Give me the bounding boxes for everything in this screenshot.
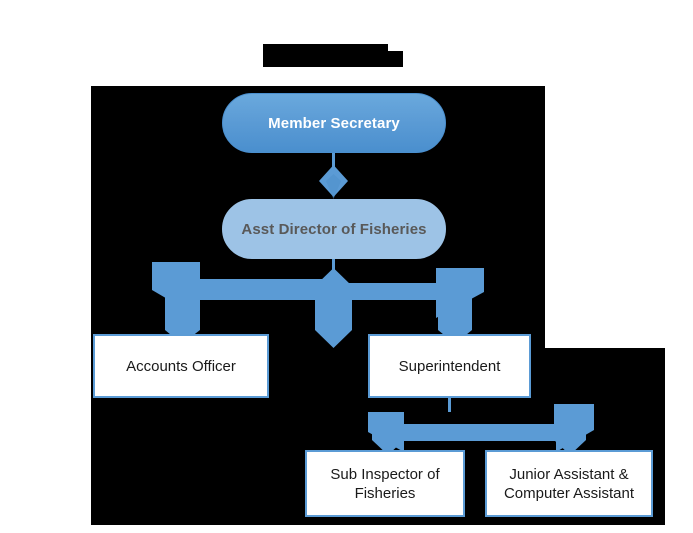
title-redaction-block-secondary — [388, 51, 403, 67]
node-junior-assistant-label: Junior Assistant & Computer Assistant — [504, 465, 634, 503]
node-accounts-officer-label: Accounts Officer — [126, 357, 236, 375]
node-accounts-officer[interactable]: Accounts Officer — [93, 334, 269, 398]
page-title — [263, 44, 403, 67]
node-asst-director-of-fisheries[interactable]: Asst Director of Fisheries — [222, 199, 446, 259]
node-superintendent[interactable]: Superintendent — [368, 334, 531, 398]
node-junior-assistant-computer-assistant[interactable]: Junior Assistant & Computer Assistant — [485, 450, 653, 517]
node-asst-director-label: Asst Director of Fisheries — [241, 220, 427, 238]
node-junior-assistant-line2: Computer Assistant — [503, 484, 635, 502]
node-member-secretary-label: Member Secretary — [268, 114, 400, 132]
node-sub-inspector-of-fisheries[interactable]: Sub Inspector of Fisheries — [305, 450, 465, 517]
node-sub-inspector-label: Sub Inspector of Fisheries — [330, 465, 439, 503]
node-member-secretary[interactable]: Member Secretary — [222, 93, 446, 153]
node-superintendent-label: Superintendent — [398, 357, 501, 375]
node-sub-inspector-line1: Sub Inspector of — [330, 465, 440, 483]
node-sub-inspector-line2: Fisheries — [354, 484, 416, 502]
node-junior-assistant-line1: Junior Assistant & — [509, 465, 629, 483]
title-redaction-block — [263, 44, 388, 67]
